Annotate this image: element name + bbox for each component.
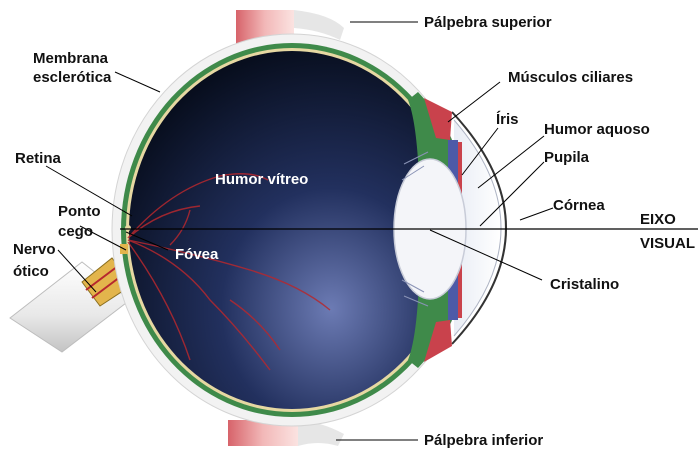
label-ponto-line1: Ponto	[58, 203, 101, 220]
label-eixo-line2: VISUAL	[640, 235, 695, 252]
label-ponto-line2: cego	[58, 223, 93, 240]
label-nervo-line2: ótico	[13, 263, 49, 280]
label-humor-vitreo: Humor vítreo	[215, 171, 308, 188]
label-palpebra-superior: Pálpebra superior	[424, 14, 552, 31]
label-humor-aquoso: Humor aquoso	[544, 121, 650, 138]
label-eixo-line1: EIXO	[640, 211, 676, 228]
label-pupila: Pupila	[544, 149, 590, 166]
label-membrana-line2: esclerótica	[33, 69, 112, 86]
label-palpebra-inferior: Pálpebra inferior	[424, 432, 543, 449]
label-cristalino: Cristalino	[550, 276, 619, 293]
label-nervo-line1: Nervo	[13, 241, 56, 258]
label-musculos-ciliares: Músculos ciliares	[508, 69, 633, 86]
label-membrana-line1: Membrana	[33, 50, 109, 67]
label-iris: Íris	[496, 111, 519, 128]
label-retina: Retina	[15, 150, 62, 167]
label-fovea: Fóvea	[175, 246, 219, 263]
fovea-spot	[125, 225, 131, 231]
label-cornea: Córnea	[553, 197, 605, 214]
